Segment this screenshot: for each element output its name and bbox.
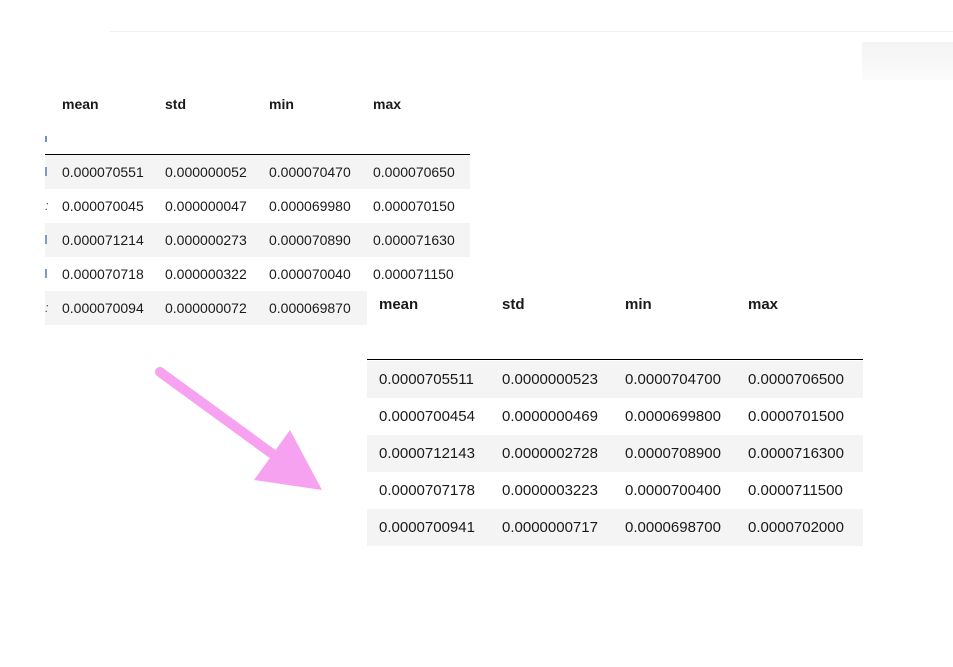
col-header-std: std <box>502 296 525 313</box>
index-marker <box>45 136 47 142</box>
cell-max: 0.0000701500 <box>748 408 844 425</box>
col-header-mean: mean <box>62 96 99 112</box>
table-after: mean std min max 0.0000705511 0.00000005… <box>367 286 863 546</box>
cell-std: 0.0000003223 <box>502 482 598 499</box>
cell-mean: 0.000070094 <box>62 300 144 316</box>
col-header-mean: mean <box>379 296 419 313</box>
cell-min: 0.000070470 <box>269 164 351 180</box>
cell-mean: 0.0000700454 <box>379 408 475 425</box>
cell-min: 0.0000704700 <box>625 371 721 388</box>
index-marker <box>45 269 47 278</box>
arrow-down-right-icon <box>155 367 322 490</box>
cell-min: 0.000069870 <box>269 300 351 316</box>
cell-min: 0.0000700400 <box>625 482 721 499</box>
table-row: 0.000070551 0.000000052 0.000070470 0.00… <box>45 155 470 189</box>
cell-max: 0.000071150 <box>373 266 454 282</box>
cell-mean: 0.0000707178 <box>379 482 475 499</box>
cell-mean: 0.0000705511 <box>379 371 474 388</box>
table-after-header: mean std min max <box>367 286 863 326</box>
table-row: 0.0000712143 0.0000002728 0.0000708900 0… <box>367 435 863 472</box>
cell-std: 0.0000000523 <box>502 371 598 388</box>
cell-std: 0.000000273 <box>165 232 247 248</box>
cell-max: 0.000071630 <box>373 232 455 248</box>
cell-mean: 0.0000712143 <box>379 445 475 462</box>
cell-min: 0.0000698700 <box>625 519 721 536</box>
cell-min: 0.000069980 <box>269 198 351 214</box>
header-separator <box>45 154 470 155</box>
cell-mean: 0.000071214 <box>62 232 144 248</box>
table-row: 0.000070718 0.000000322 0.000070040 0.00… <box>45 257 470 291</box>
table-row: 0.0000707178 0.0000003223 0.0000700400 0… <box>367 472 863 509</box>
cell-mean: 0.000070718 <box>62 266 144 282</box>
cell-std: 0.000000052 <box>165 164 247 180</box>
index-marker <box>45 167 47 176</box>
table-before-header: mean std min max <box>45 84 470 124</box>
cell-max: 0.0000706500 <box>748 371 844 388</box>
cell-mean: 0.0000700941 <box>379 519 475 536</box>
table-row: : 0.000070045 0.000000047 0.000069980 0.… <box>45 189 470 223</box>
cell-std: 0.000000047 <box>165 198 247 214</box>
cell-max: 0.0000711500 <box>748 482 843 499</box>
cell-max: 0.0000716300 <box>748 445 844 462</box>
index-marker <box>45 235 47 244</box>
cell-min: 0.0000699800 <box>625 408 721 425</box>
table-row: 0.000071214 0.000000273 0.000070890 0.00… <box>45 223 470 257</box>
cell-std: 0.0000002728 <box>502 445 598 462</box>
cell-std: 0.0000000469 <box>502 408 598 425</box>
corner-shade <box>862 42 953 80</box>
table-row: 0.0000700941 0.0000000717 0.0000698700 0… <box>367 509 863 546</box>
index-marker: : <box>45 198 49 213</box>
cell-mean: 0.000070045 <box>62 198 144 214</box>
cell-std: 0.000000072 <box>165 300 247 316</box>
cell-min: 0.000070890 <box>269 232 351 248</box>
cell-std: 0.0000000717 <box>502 519 598 536</box>
col-header-max: max <box>748 296 779 313</box>
cell-min: 0.0000708900 <box>625 445 721 462</box>
table-row: 0.0000705511 0.0000000523 0.0000704700 0… <box>367 361 863 398</box>
col-header-min: min <box>625 296 652 313</box>
index-marker: : <box>45 300 49 315</box>
cell-mean: 0.000070551 <box>62 164 144 180</box>
header-separator <box>367 359 863 360</box>
cell-max: 0.000070150 <box>373 198 455 214</box>
top-divider <box>110 31 953 32</box>
table-row: 0.0000700454 0.0000000469 0.0000699800 0… <box>367 398 863 435</box>
col-header-min: min <box>269 96 294 112</box>
cell-max: 0.000070650 <box>373 164 455 180</box>
col-header-max: max <box>373 96 402 112</box>
cell-min: 0.000070040 <box>269 266 351 282</box>
table-before: mean std min max 0.000070551 0.000000052… <box>45 84 470 325</box>
col-header-std: std <box>165 96 186 112</box>
cell-max: 0.0000702000 <box>748 519 844 536</box>
cell-std: 0.000000322 <box>165 266 247 282</box>
table-row: : 0.000070094 0.000000072 0.000069870 <box>45 291 367 325</box>
